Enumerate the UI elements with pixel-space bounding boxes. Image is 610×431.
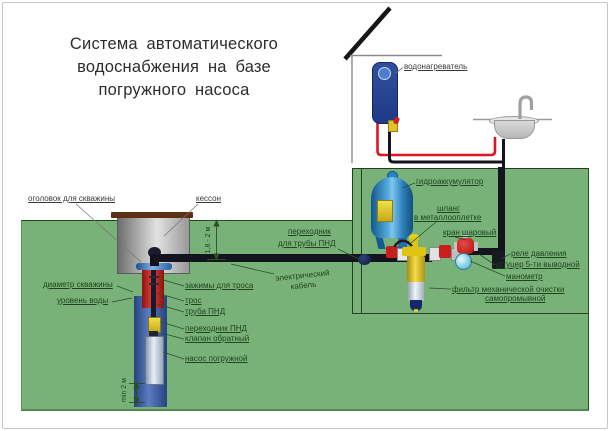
label-wellhead: оголовок для скважины xyxy=(28,194,115,203)
label-water-heater: водонагреватель xyxy=(404,62,468,71)
label-filter-line2: самопромывной xyxy=(485,294,546,303)
check-valve-part xyxy=(149,331,158,336)
main-supply-pipe xyxy=(150,254,432,262)
ball-valve-body xyxy=(457,238,474,254)
label-five-way-fitting: штуцер 5-ти выводной xyxy=(496,260,580,269)
cable-clamp-mark xyxy=(149,276,159,278)
ball-valve-end xyxy=(454,242,458,251)
five-way-fitting-stem xyxy=(410,238,418,250)
label-well-diameter: диаметр скважины xyxy=(43,280,113,289)
label-ball-valve: кран шаровый xyxy=(443,228,497,237)
label-adapter-line2: для трубы ПНД xyxy=(278,239,336,248)
label-cable: трос xyxy=(185,296,202,305)
cable-clamp-mark xyxy=(149,283,159,285)
caisson-elbow-joint xyxy=(148,247,161,258)
label-hose-line2: в металлооплетке xyxy=(414,213,482,222)
label-hose-line1: шланг xyxy=(437,204,460,213)
label-hdpe-pipe: труба ПНД xyxy=(185,307,226,316)
pipe-union-joint xyxy=(358,253,371,265)
basement-inner-wall-line xyxy=(361,168,362,313)
title-line-2: водоснабжения на базе xyxy=(77,58,271,76)
caisson-lid xyxy=(111,212,193,218)
title-line-1: Система автоматического xyxy=(69,35,279,53)
label-filter-line1: фильтр механической очистки xyxy=(452,285,565,294)
manometer-gauge xyxy=(455,253,472,270)
dim-caisson-depth: 1,8 - 2 м xyxy=(205,226,212,254)
diagram-title: Система автоматического водоснабжения на… xyxy=(50,33,298,102)
basement-floor-line xyxy=(352,312,588,314)
label-cable-clamps: зажимы для троса xyxy=(185,281,254,290)
label-caisson: кессон xyxy=(196,194,221,203)
filter-bottom-cap xyxy=(410,300,422,311)
title-line-3: погружного насоса xyxy=(98,81,250,99)
label-submersible-pump: насос погружной xyxy=(185,354,248,363)
red-elbow-fitting xyxy=(386,246,398,258)
dim-pump-clearance: min 2 м xyxy=(121,378,128,402)
wellhead-flange xyxy=(136,263,172,270)
cold-water-pipe xyxy=(388,126,504,164)
label-adapter-line1: переходник xyxy=(288,227,331,236)
five-way-fitting-body xyxy=(402,247,426,256)
label-check-valve: клапан обратный xyxy=(185,334,250,343)
filter-drain-dot xyxy=(414,309,418,312)
ball-valve-end xyxy=(473,242,478,251)
hydroaccumulator-sticker xyxy=(377,200,393,222)
label-water-level: уровень воды xyxy=(57,296,109,305)
label-pressure-relay: реле давления xyxy=(511,249,567,258)
safety-cable xyxy=(151,268,156,319)
label-hydroaccumulator: гидроаккумулятор xyxy=(416,177,484,186)
label-hdpe-adapter: переходник ПНД xyxy=(185,324,247,333)
basement-riser-pipe xyxy=(498,167,505,254)
red-union-fitting xyxy=(439,245,451,258)
submersible-pump-body xyxy=(145,336,164,385)
water-heater-dial xyxy=(378,67,391,80)
filter-top-housing xyxy=(407,256,425,282)
roof-line xyxy=(343,6,392,61)
label-manometer: манометр xyxy=(506,272,543,281)
filter-clear-bowl xyxy=(408,282,424,301)
heater-valve-handle xyxy=(392,116,401,125)
house-wall-underground-line xyxy=(351,168,353,313)
sink-basin xyxy=(494,120,535,139)
